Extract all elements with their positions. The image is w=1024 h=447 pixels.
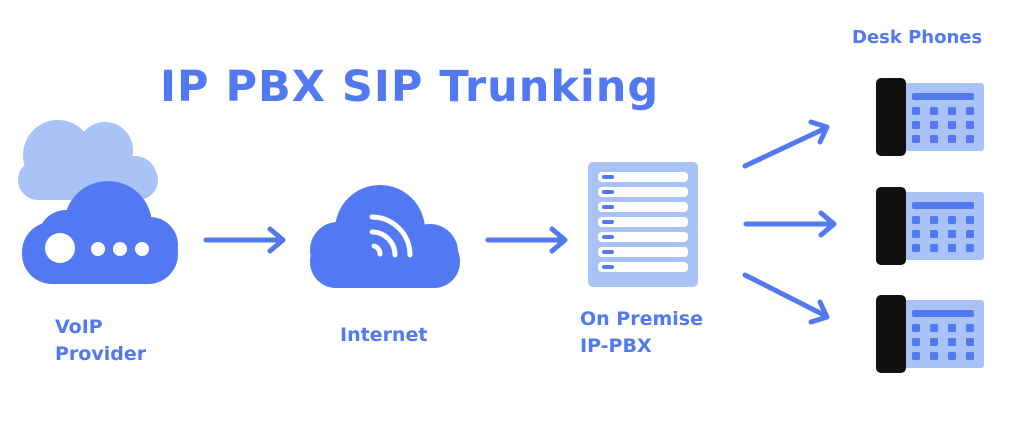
arrow-icon [742, 272, 830, 325]
server-rack-icon [588, 162, 698, 287]
desk-phone-icon [876, 187, 984, 265]
arrow-icon [203, 226, 286, 254]
cloud-router-icon [18, 120, 178, 284]
label-voip-provider: VoIP Provider [55, 316, 147, 365]
arrow-icon [742, 119, 830, 169]
label-internet: Internet [340, 324, 428, 346]
arrow-icon [485, 226, 568, 254]
cloud-wifi-icon [310, 185, 460, 288]
label-ip-pbx: On Premise IP-PBX [580, 308, 703, 357]
page-title: IP PBX SIP Trunking [160, 62, 660, 112]
label-desk-phones: Desk Phones [852, 27, 983, 48]
desk-phone-icon [876, 295, 984, 373]
arrow-icon [743, 210, 837, 238]
desk-phone-icon [876, 78, 984, 156]
